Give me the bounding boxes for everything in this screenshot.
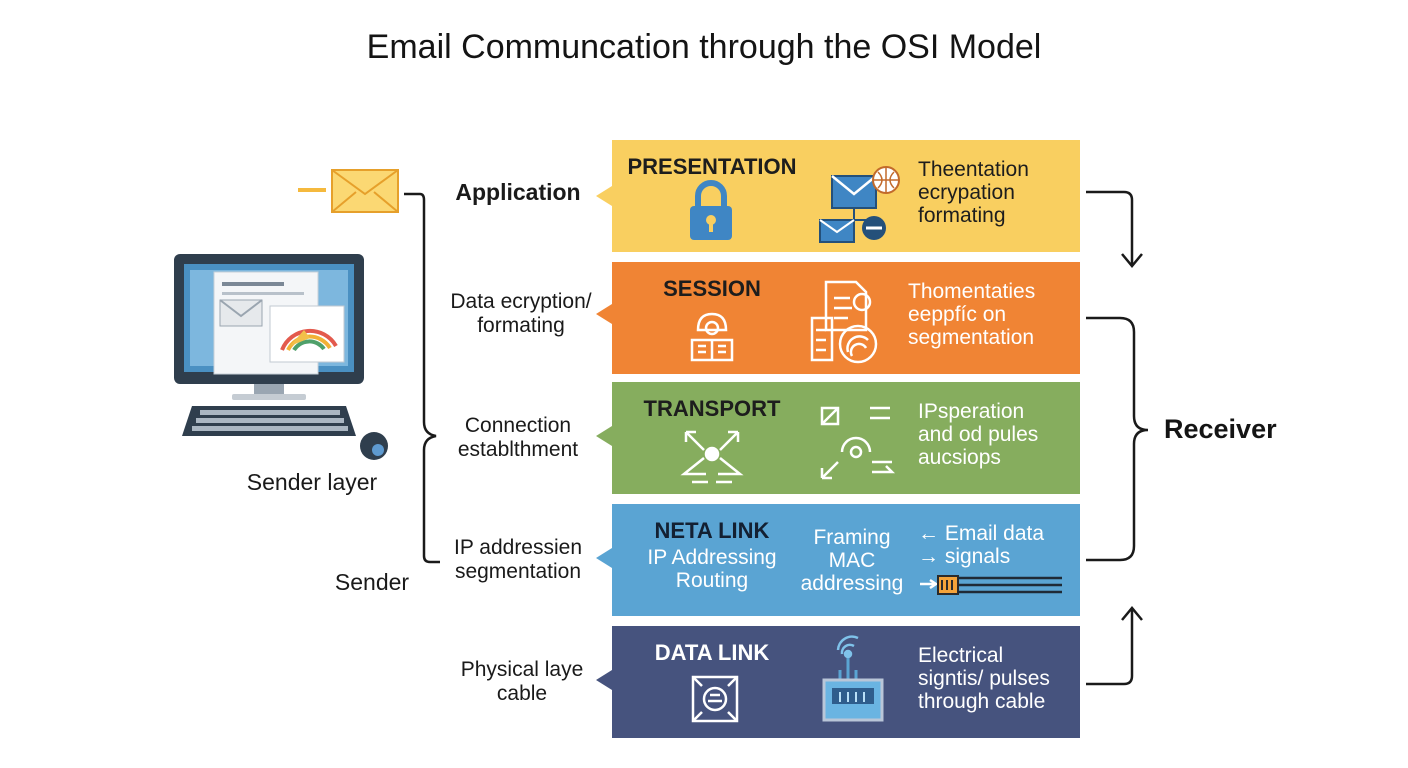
desktop-computer-icon xyxy=(174,254,388,460)
user-book-icon xyxy=(690,312,734,362)
layer-name: NETA LINK xyxy=(654,518,770,543)
envelope-globe-icon xyxy=(819,166,900,243)
layer-description: ← Email data→ signals xyxy=(918,522,1045,568)
network-hub-icon xyxy=(680,430,744,484)
lock-icon xyxy=(690,180,732,240)
ethernet-port-icon xyxy=(691,675,739,723)
document-signal-icon xyxy=(810,280,878,364)
receiver-connectors xyxy=(1086,190,1149,686)
sender-bracket xyxy=(404,192,440,564)
left-label-application: Application xyxy=(455,179,581,205)
receiver-label: Receiver xyxy=(1164,414,1277,444)
layer-name: SESSION xyxy=(663,276,761,301)
sender-label: Sender xyxy=(334,569,410,595)
page-title: Email Communcation through the OSI Model xyxy=(366,28,1042,66)
label-pointers xyxy=(596,186,612,690)
left-label-data-encryption: Data ecryption/formating xyxy=(450,290,592,337)
cable-connector-icon xyxy=(920,575,1062,595)
arrows-exchange-icon xyxy=(820,406,896,480)
envelope-icon xyxy=(298,169,399,213)
layer-name: TRANSPORT xyxy=(643,396,781,421)
layer-name: DATA LINK xyxy=(654,640,770,665)
network-switch-icon xyxy=(822,635,884,722)
sender-layer-label: Sender layer xyxy=(246,469,378,495)
layer-name: PRESENTATION xyxy=(627,154,797,179)
